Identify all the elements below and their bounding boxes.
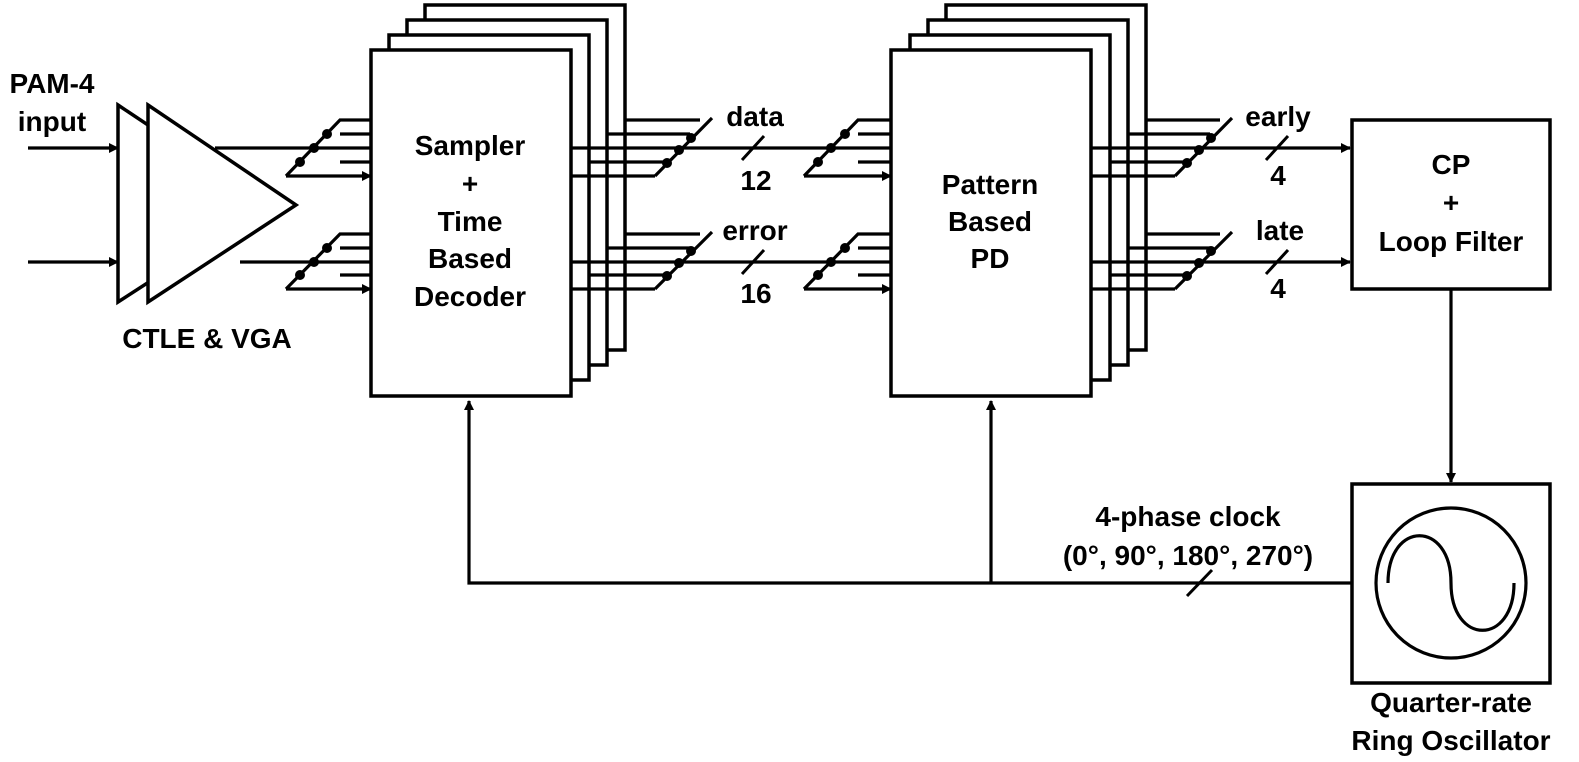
- bus-data: [571, 116, 810, 178]
- bus-early-name: early: [1245, 101, 1311, 132]
- pd-label-line1: Pattern: [942, 169, 1038, 200]
- sampler-label-line1: Sampler: [415, 130, 526, 161]
- bus-error-width: 16: [740, 278, 771, 309]
- sine-wave-icon: [1374, 506, 1528, 660]
- sampler-label-line3: Time: [438, 206, 503, 237]
- sampler-label-line4: Based: [428, 243, 512, 274]
- ctle-vga-amplifier: [116, 101, 300, 306]
- ctle-vga-label: CTLE & VGA: [122, 323, 292, 354]
- bus-late-width: 4: [1270, 273, 1286, 304]
- bus-data-width: 12: [740, 165, 771, 196]
- pam4-input-label-line1: PAM-4: [9, 68, 94, 99]
- clock-feedback-path: [464, 400, 1352, 598]
- cp-label-line1: CP: [1432, 149, 1471, 180]
- bus-late: [1091, 230, 1351, 291]
- phase-detector-block: [889, 3, 1148, 398]
- bus-error-name: error: [722, 215, 787, 246]
- sampler-label-line2: +: [462, 168, 478, 199]
- cp-loop-filter-block: [1350, 118, 1552, 291]
- fanout-to-pd-bottom: [802, 232, 892, 294]
- bus-error: [571, 230, 810, 291]
- oscillator-label-line1: Quarter-rate: [1370, 687, 1532, 718]
- bus-data-name: data: [726, 101, 784, 132]
- sampler-decoder-block: [369, 3, 627, 398]
- pd-label-line2: Based: [948, 206, 1032, 237]
- pam4-input-label-line2: input: [18, 106, 86, 137]
- fanout-ctle-to-sampler-top: [215, 118, 372, 181]
- cp-label-line3: Loop Filter: [1379, 226, 1524, 257]
- bus-late-name: late: [1256, 215, 1304, 246]
- oscillator-label-line2: Ring Oscillator: [1351, 725, 1550, 756]
- pd-label-line3: PD: [971, 243, 1010, 274]
- bus-early-width: 4: [1270, 160, 1286, 191]
- fanout-to-pd-top: [802, 118, 892, 181]
- cp-label-line2: +: [1443, 187, 1459, 218]
- fanout-ctle-to-sampler-bottom: [240, 232, 372, 294]
- clock-label-line2: (0°, 90°, 180°, 270°): [1063, 540, 1313, 571]
- sampler-label-line5: Decoder: [414, 281, 526, 312]
- bus-early: [1091, 116, 1351, 178]
- clock-label-line1: 4-phase clock: [1095, 501, 1281, 532]
